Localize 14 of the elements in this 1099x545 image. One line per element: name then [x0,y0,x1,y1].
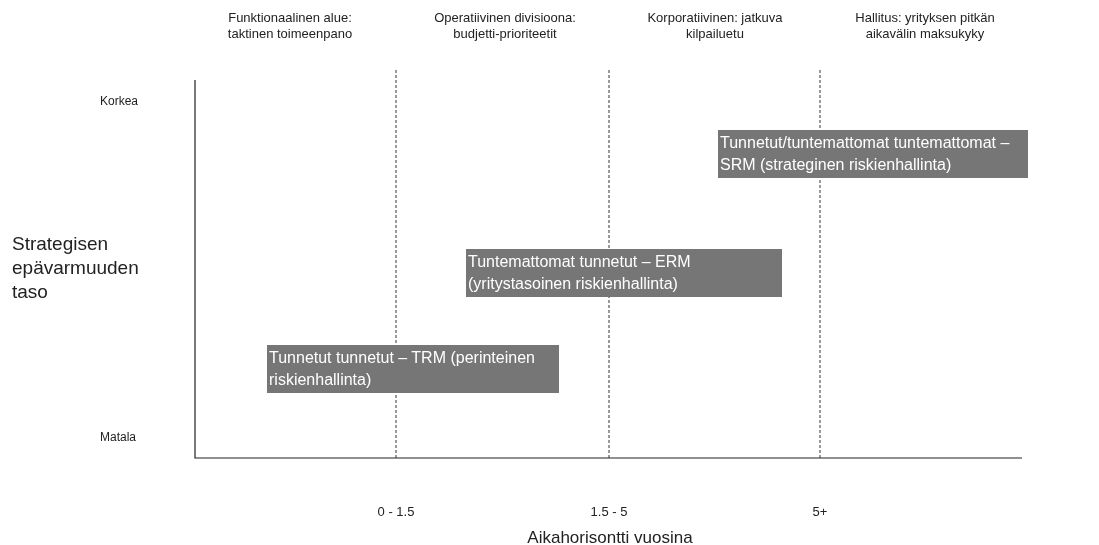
tick-label: 0 - 1.5 [376,504,416,520]
column-heading: Funktionaalinen alue: taktinen toimeenpano [226,10,354,42]
tick-label: 5+ [811,504,829,520]
category-box: Tunnetut/tuntemattomat tuntemattomat – SRM (strateginen riskienhallinta) [718,130,1028,178]
axis-level-label: Korkea [100,93,140,109]
category-box: Tuntemattomat tunnetut – ERM (yritystasoinen riskienhallinta) [466,249,782,297]
tick-label: 1.5 - 5 [589,504,629,520]
column-heading: Hallitus: yrityksen pitkän aikavälin maksukyky [854,10,996,42]
category-box: Tunnetut tunnetut – TRM (perinteinen riskienhallinta) [267,345,559,393]
column-heading: Korporatiivinen: jatkuva kilpailuetu [646,10,784,42]
column-heading: Operatiivinen divisioona: budjetti-prioriteetit [433,10,577,42]
axis-title: Strategisen epävarmuuden taso [12,232,140,304]
axis-level-label: Matala [100,429,138,445]
axis-title: Aikahorisontti vuosina [526,527,694,545]
